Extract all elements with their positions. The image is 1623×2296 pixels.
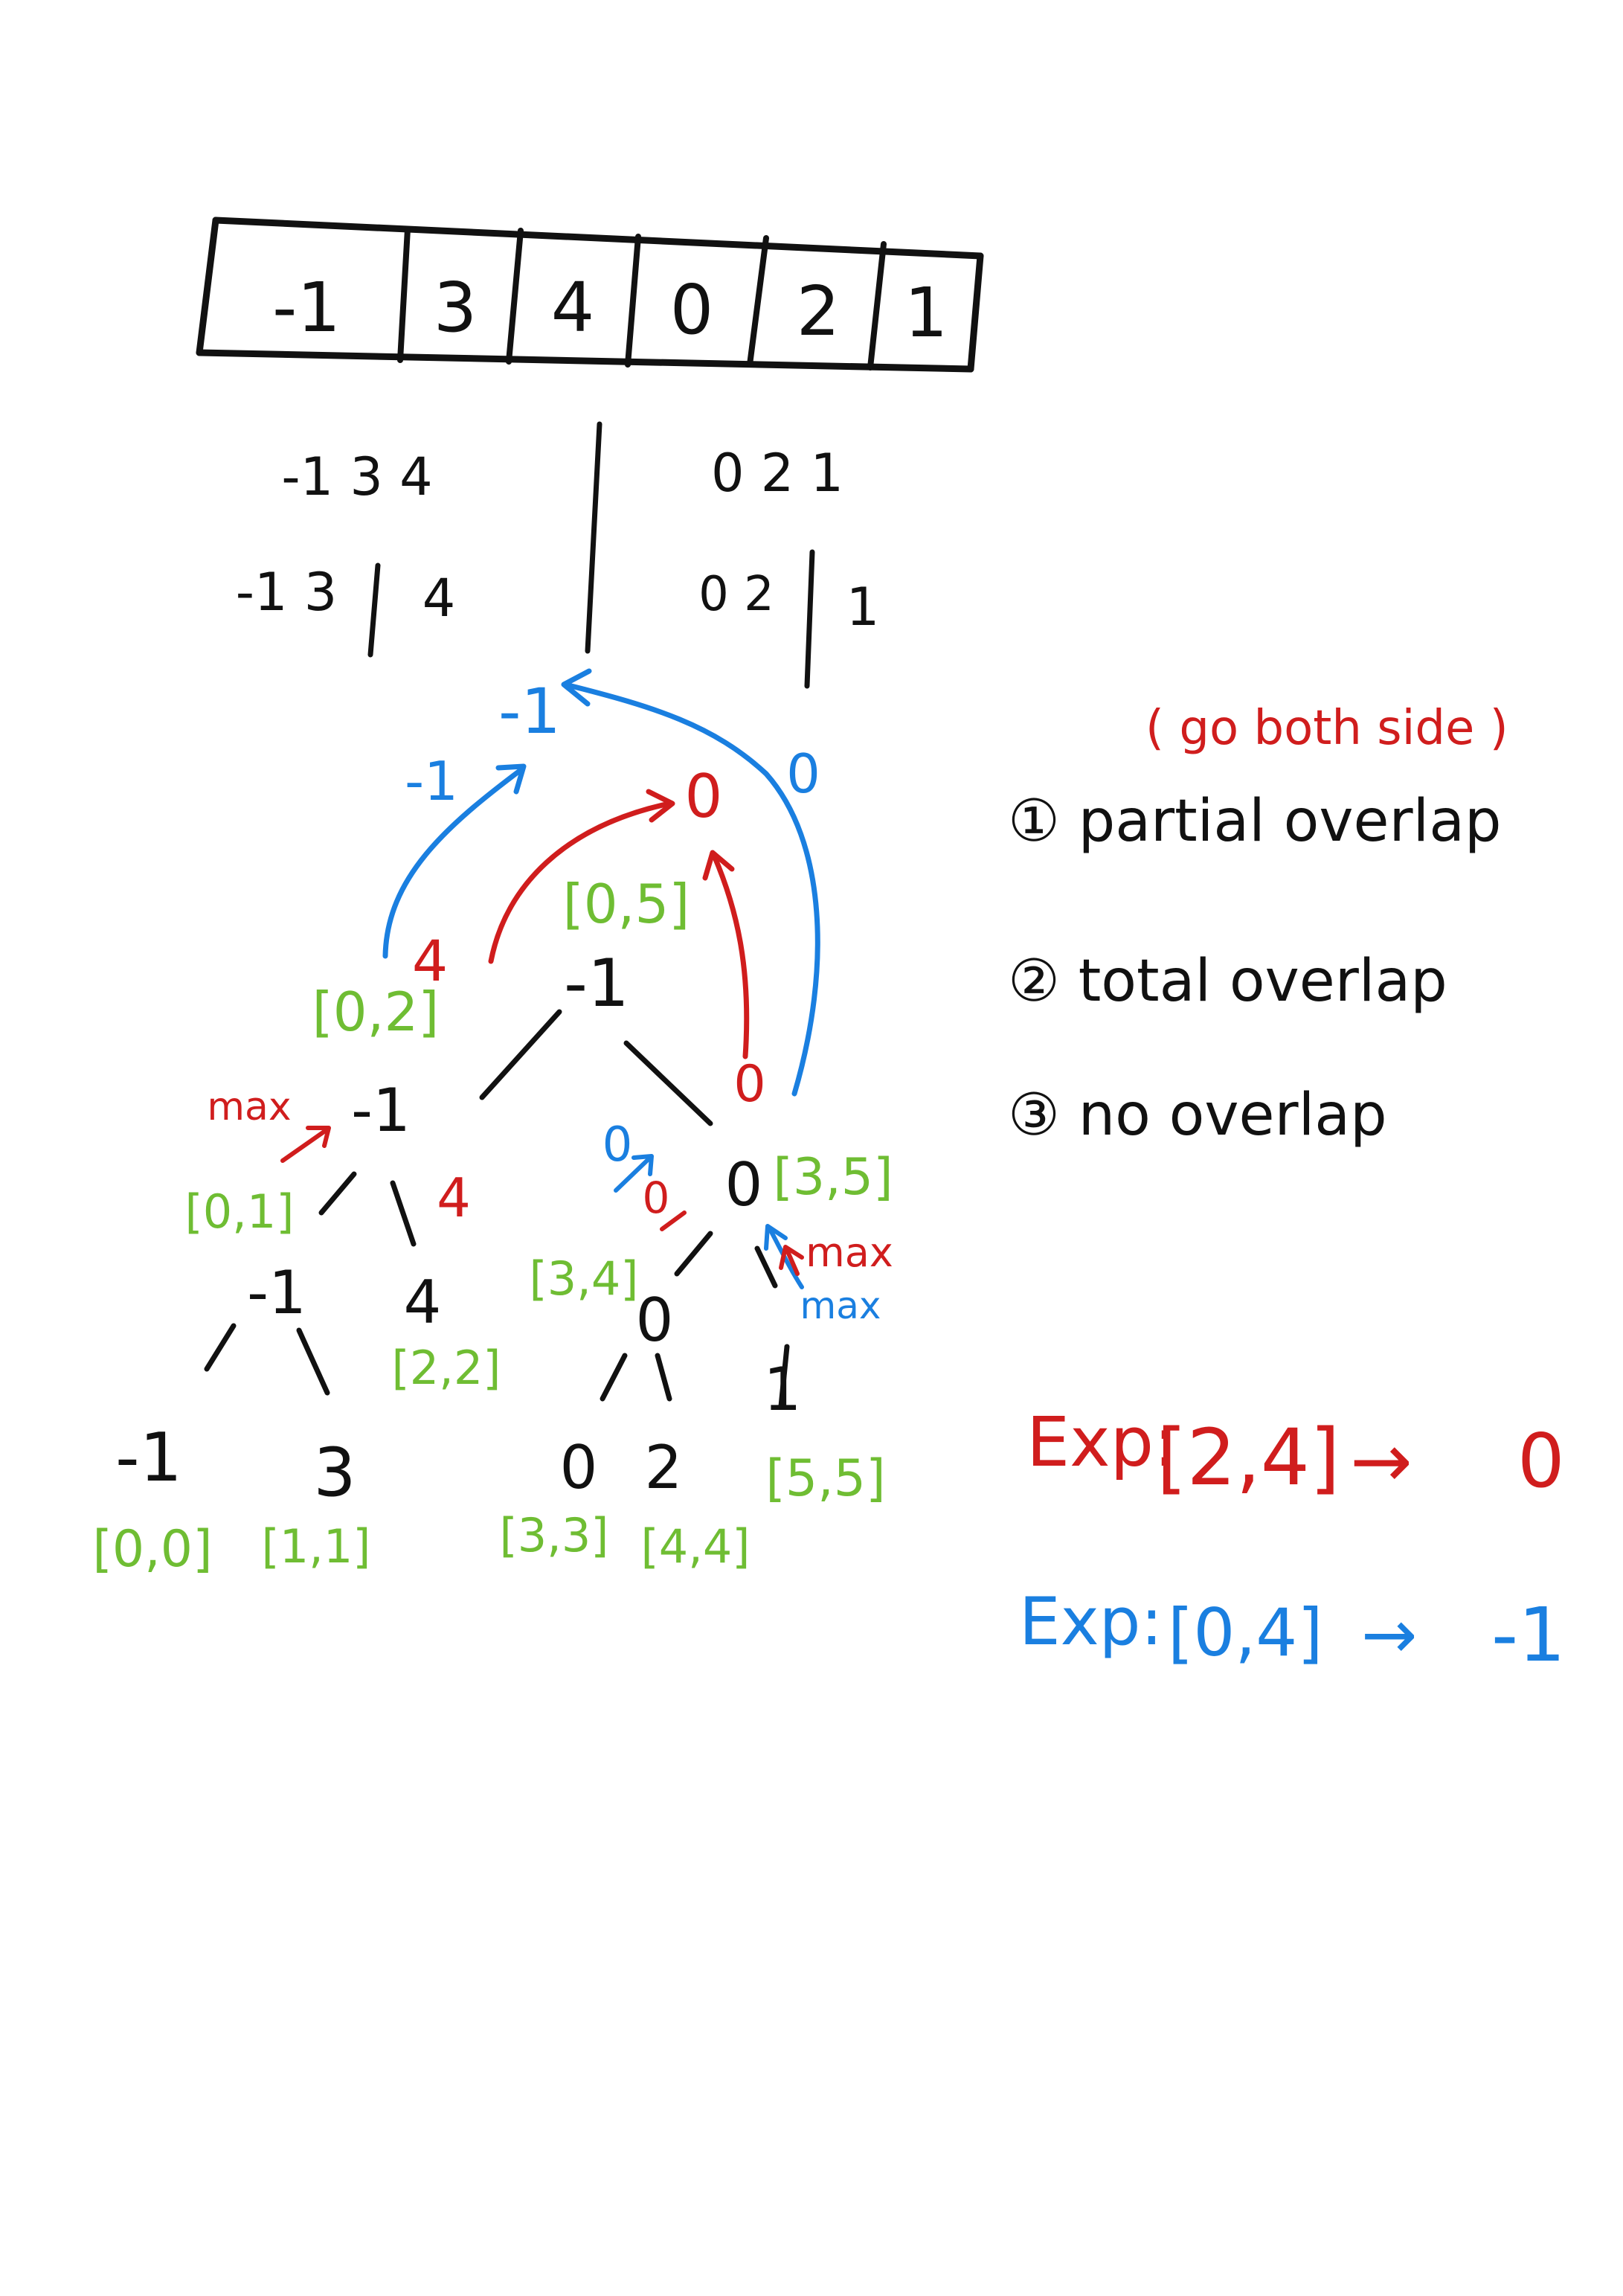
red-zero-right: 0 bbox=[733, 1055, 765, 1114]
red-max-left-arrow bbox=[280, 1127, 330, 1163]
range-labels: [0,5] [0,2] [3,5] [0,1] [2,2] [3,4] [5,5… bbox=[92, 873, 893, 1579]
example-blue-query: [0,4] bbox=[1168, 1594, 1323, 1671]
split-steps: -1 3 4 0 2 1 -1 3 4 0 2 1 bbox=[236, 421, 880, 689]
range-label-0-2: [0,2] bbox=[312, 981, 440, 1043]
array-cell: 4 bbox=[551, 268, 595, 347]
range-label-0-1: [0,1] bbox=[185, 1184, 295, 1239]
array-cell: 1 bbox=[904, 273, 948, 353]
blue-max-arrow bbox=[767, 1225, 804, 1289]
arrow-head-icon bbox=[561, 668, 592, 707]
node-4-4-value: 2 bbox=[645, 1433, 683, 1502]
range-label-3-3: [3,3] bbox=[500, 1508, 609, 1562]
range-label-4-4: [4,4] bbox=[641, 1519, 751, 1574]
array-divider bbox=[867, 241, 887, 371]
array-divider bbox=[506, 228, 524, 365]
example-blue-arrow: → bbox=[1361, 1596, 1417, 1674]
split-right-2a: 0 2 bbox=[698, 567, 774, 622]
split-left-2b: 4 bbox=[422, 568, 456, 629]
array-divider bbox=[625, 234, 641, 368]
node-3-3-value: 0 bbox=[560, 1433, 598, 1502]
array-cell: -1 bbox=[272, 268, 341, 347]
blue-top-result: -1 bbox=[498, 675, 561, 748]
tree-nodes: -1 -1 0 -1 4 0 1 -1 3 0 2 bbox=[115, 945, 801, 1512]
node-0-0-value: -1 bbox=[115, 1419, 182, 1497]
blue-zero-small: 0 bbox=[602, 1117, 633, 1173]
arrow-head-icon bbox=[764, 1224, 788, 1251]
arrow-head-icon bbox=[646, 789, 675, 823]
red-max-right: max bbox=[806, 1229, 893, 1276]
split-line-left bbox=[367, 562, 381, 658]
example-blue-result: -1 bbox=[1491, 1591, 1566, 1678]
blue-mid-label: -1 bbox=[405, 750, 458, 812]
range-label-3-5: [3,5] bbox=[773, 1148, 893, 1207]
blue-arc-right bbox=[562, 682, 820, 1097]
example-blue: Exp: [0,4] → -1 bbox=[1019, 1583, 1566, 1678]
blue-max-right: max bbox=[800, 1284, 881, 1327]
node-3-5-value: 0 bbox=[725, 1150, 763, 1219]
red-arc-right bbox=[711, 853, 750, 1059]
node-root-value: -1 bbox=[564, 945, 629, 1022]
node-2-2-value: 4 bbox=[404, 1268, 442, 1337]
blue-query-path: -1 -1 0 0 max bbox=[382, 668, 881, 1327]
node-0-2-value: -1 bbox=[351, 1076, 411, 1145]
split-line-right bbox=[804, 549, 815, 689]
node-1-1-value: 3 bbox=[313, 1434, 356, 1512]
array-cell: 2 bbox=[797, 272, 841, 351]
red-query-path: 0 4 0 max 4 0 max bbox=[207, 762, 893, 1276]
red-four: 4 bbox=[412, 928, 448, 994]
legend-note: ( go both side ) bbox=[1145, 701, 1508, 756]
arrow-head-icon bbox=[779, 1245, 804, 1270]
legend-item-total-overlap: ② total overlap bbox=[1008, 948, 1447, 1015]
red-small-arrow bbox=[660, 1210, 687, 1231]
range-label-1-1: [1,1] bbox=[262, 1519, 371, 1574]
example-red-arrow: → bbox=[1350, 1417, 1413, 1504]
range-label-3-4: [3,4] bbox=[530, 1251, 639, 1306]
array-cell: 0 bbox=[670, 270, 714, 350]
example-red-label: Exp: bbox=[1026, 1402, 1177, 1482]
legend-item-partial-overlap: ① partial overlap bbox=[1008, 788, 1502, 855]
array-divider bbox=[397, 226, 411, 363]
red-max-arrow bbox=[785, 1248, 800, 1276]
blue-small-arrow bbox=[614, 1155, 653, 1193]
split-left-2a: -1 3 bbox=[236, 562, 338, 623]
range-label-2-2: [2,2] bbox=[392, 1341, 501, 1395]
blue-arc-left bbox=[382, 767, 524, 959]
split-line-main bbox=[585, 421, 602, 654]
red-small-four: 4 bbox=[437, 1167, 471, 1229]
example-red-result: 0 bbox=[1517, 1417, 1565, 1504]
red-max-left: max bbox=[207, 1085, 291, 1129]
node-3-4-value: 0 bbox=[636, 1286, 674, 1355]
split-right-2b: 1 bbox=[846, 577, 880, 638]
overlap-legend: ( go both side ) ① partial overlap ② tot… bbox=[1008, 701, 1508, 1149]
array-cell: 3 bbox=[434, 268, 478, 347]
range-label-0-0: [0,0] bbox=[92, 1520, 212, 1579]
array-box: -1 3 4 0 2 1 bbox=[196, 217, 984, 373]
example-red-query: [2,4] bbox=[1157, 1412, 1340, 1503]
arrow-head-icon bbox=[702, 850, 735, 881]
split-left-1: -1 3 4 bbox=[281, 446, 432, 507]
array-divider bbox=[747, 235, 769, 368]
range-label-root: [0,5] bbox=[563, 873, 690, 935]
example-blue-label: Exp: bbox=[1019, 1583, 1163, 1660]
arrow-head-icon bbox=[495, 763, 527, 795]
red-zero-small: 0 bbox=[643, 1173, 670, 1223]
red-top-result: 0 bbox=[685, 762, 723, 831]
node-0-1-value: -1 bbox=[247, 1258, 306, 1327]
range-label-5-5: [5,5] bbox=[765, 1449, 885, 1508]
red-arc-left bbox=[488, 801, 672, 964]
example-red: Exp: [2,4] → 0 bbox=[1026, 1402, 1565, 1504]
tree-edges bbox=[204, 1009, 790, 1409]
split-right-1: 0 2 1 bbox=[711, 443, 843, 504]
arrow-head-icon bbox=[306, 1126, 331, 1148]
node-5-5-value: 1 bbox=[764, 1355, 802, 1424]
arrow-head-icon bbox=[631, 1154, 654, 1176]
blue-right-zero: 0 bbox=[786, 743, 820, 805]
legend-item-no-overlap: ③ no overlap bbox=[1008, 1082, 1387, 1149]
